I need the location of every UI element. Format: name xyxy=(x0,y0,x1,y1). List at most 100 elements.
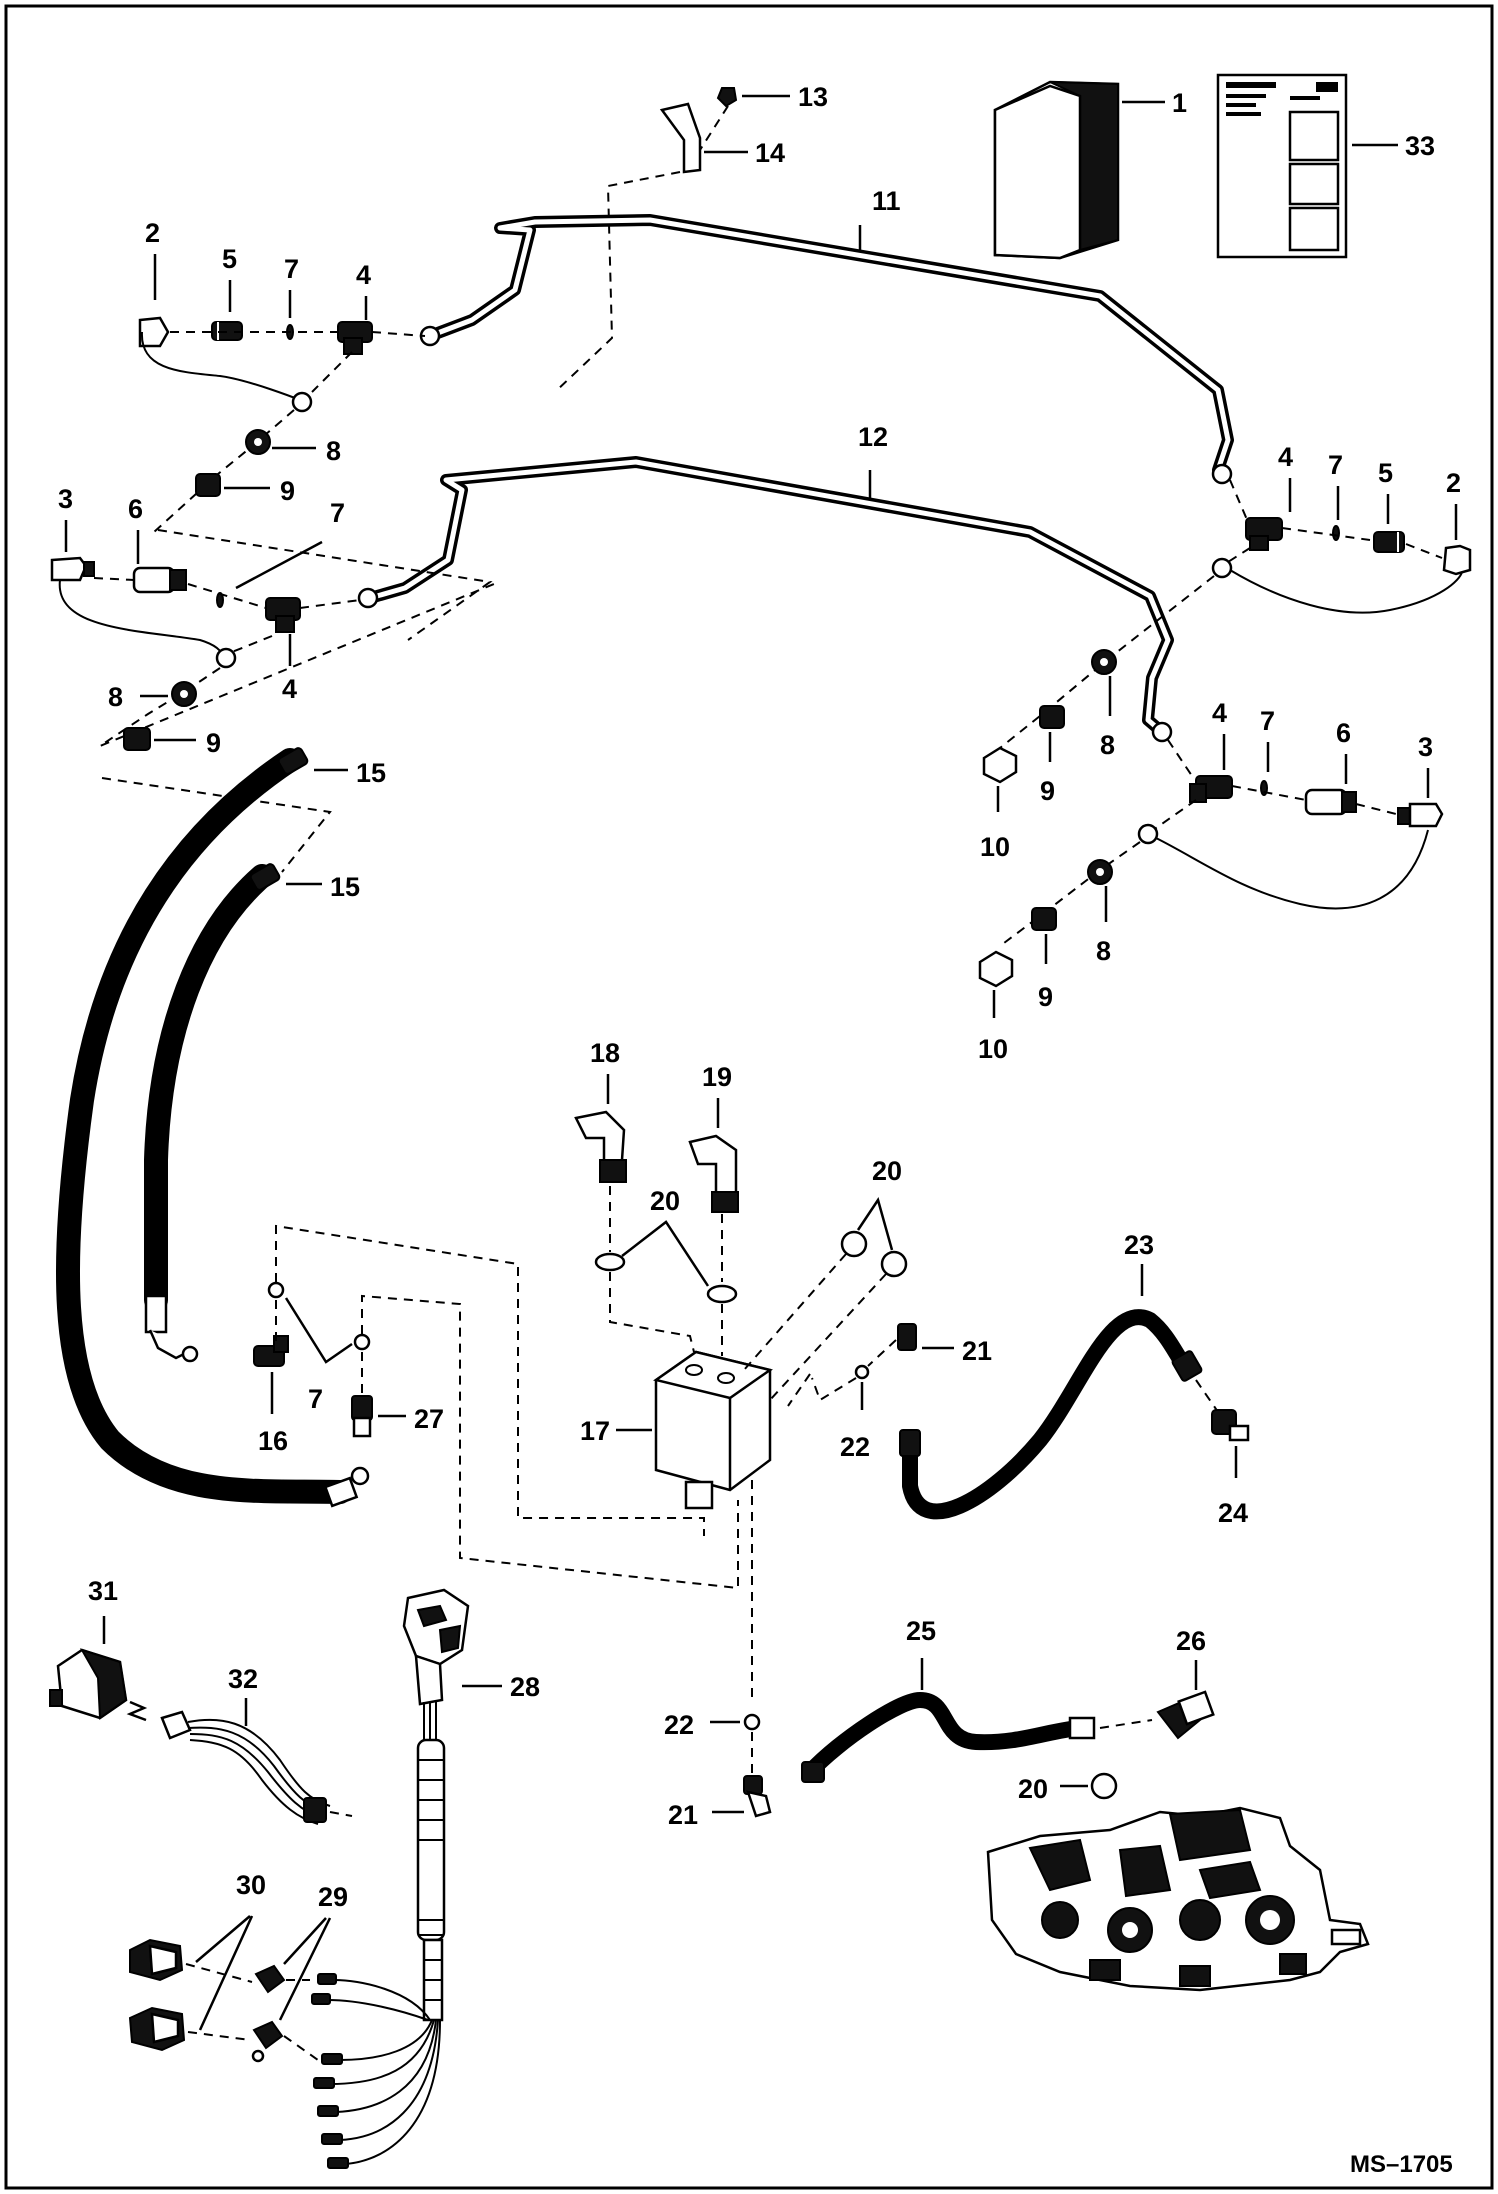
nut-8-lower-right xyxy=(1087,859,1113,885)
callout-6-right: 6 xyxy=(1336,718,1351,748)
fitting-24 xyxy=(1211,1409,1250,1442)
callout-21-lower: 21 xyxy=(668,1800,698,1830)
callout-16: 16 xyxy=(258,1426,288,1456)
coupler-2-upper-right xyxy=(1442,544,1472,576)
callout-12: 12 xyxy=(858,422,888,452)
callout-5-left: 5 xyxy=(222,244,237,274)
callout-30: 30 xyxy=(236,1870,266,1900)
fitting-21-upper xyxy=(897,1323,917,1351)
callout-11: 11 xyxy=(872,186,901,216)
callout-19: 19 xyxy=(702,1062,732,1092)
elbow-18 xyxy=(574,1110,627,1183)
coupler-6-lower-left xyxy=(132,566,187,594)
callout-8-upper-right: 8 xyxy=(1100,730,1115,760)
decal-sheet xyxy=(1216,73,1348,259)
callout-31: 31 xyxy=(88,1576,118,1606)
callout-27: 27 xyxy=(414,1404,444,1434)
callout-20-pair: 20 xyxy=(872,1156,902,1186)
callout-2-right: 2 xyxy=(1446,468,1461,498)
fitting-26 xyxy=(1156,1690,1215,1740)
callout-23: 23 xyxy=(1124,1230,1154,1260)
callout-9-upper-left: 9 xyxy=(280,476,295,506)
callout-14: 14 xyxy=(755,138,785,168)
callout-22-upper: 22 xyxy=(840,1432,870,1462)
callout-8-lower-left: 8 xyxy=(108,682,123,712)
callout-26: 26 xyxy=(1176,1626,1206,1656)
steel-tube-upper xyxy=(429,214,1234,476)
fitting-9-lower-left xyxy=(123,727,151,751)
callout-4-lower-right: 4 xyxy=(1212,698,1227,728)
callout-9-upper-right: 9 xyxy=(1040,776,1055,806)
clamp-bolt xyxy=(716,87,738,108)
steel-tube-lower xyxy=(364,456,1174,738)
diagram-border xyxy=(4,4,1494,2190)
handle-wires xyxy=(311,1973,441,2169)
callout-29: 29 xyxy=(318,1882,348,1912)
tee-4-lower-left xyxy=(265,597,301,633)
callout-3-left: 3 xyxy=(58,484,73,514)
nut-8-upper-left xyxy=(245,429,271,455)
fitting-9-lower-right xyxy=(1031,907,1057,931)
callout-7-lower: 7 xyxy=(308,1384,323,1414)
fitting-21-lower xyxy=(743,1775,772,1818)
nut-8-lower-left xyxy=(171,681,197,707)
callout-10-lower: 10 xyxy=(978,1034,1008,1064)
connector-30-upper xyxy=(129,1938,184,1982)
coupler-2-upper-left xyxy=(138,316,170,348)
callout-28: 28 xyxy=(510,1672,540,1702)
hose-25 xyxy=(802,1692,1088,1780)
connector-30-lower xyxy=(128,2006,186,2052)
callout-7-middle-left: 7 xyxy=(330,498,345,528)
valve-block-17 xyxy=(653,1350,773,1510)
callout-21-upper: 21 xyxy=(962,1336,992,1366)
callout-7-upper-left: 7 xyxy=(284,254,299,284)
cap-10-lower xyxy=(978,950,1014,988)
callout-6-left: 6 xyxy=(128,494,143,524)
nut-8-upper-right xyxy=(1091,649,1117,675)
callout-7-lower-right: 7 xyxy=(1260,706,1275,736)
callout-4-upper-left: 4 xyxy=(356,260,371,290)
callout-25: 25 xyxy=(906,1616,936,1646)
callout-13: 13 xyxy=(798,82,828,112)
hose-15-inner xyxy=(144,864,274,1312)
joystick-handle-28 xyxy=(402,1588,470,2022)
wire-harness-32 xyxy=(160,1710,331,1825)
callout-33: 33 xyxy=(1405,131,1435,161)
fitting-27 xyxy=(351,1395,373,1438)
tee-4-upper-left xyxy=(337,321,373,355)
manual-book xyxy=(993,80,1120,260)
callout-15-lower: 15 xyxy=(330,872,360,902)
callout-3-right: 3 xyxy=(1418,732,1433,762)
elbow-19 xyxy=(688,1134,739,1213)
callout-7-upper-right: 7 xyxy=(1328,450,1343,480)
callout-2-left: 2 xyxy=(145,218,160,248)
callout-17: 17 xyxy=(580,1416,610,1446)
callout-32: 32 xyxy=(228,1664,258,1694)
callout-20-top: 20 xyxy=(650,1186,680,1216)
callout-8-upper-left: 8 xyxy=(326,436,341,466)
tube-clamp xyxy=(659,102,702,174)
plug-29-upper xyxy=(254,1964,286,1994)
drawing-number: MS–1705 xyxy=(1350,2151,1453,2178)
callout-24: 24 xyxy=(1218,1498,1248,1528)
hose-15-outer xyxy=(56,748,352,1504)
callout-20-lower: 20 xyxy=(1018,1774,1048,1804)
callout-15-upper: 15 xyxy=(356,758,386,788)
callout-4-lower-left: 4 xyxy=(282,674,297,704)
coupler-3-lower-left xyxy=(50,556,95,582)
callout-1: 1 xyxy=(1172,88,1187,118)
hydrostatic-pump xyxy=(986,1806,1370,1992)
controller-31 xyxy=(49,1648,128,1720)
coupler-6-lower-right xyxy=(1304,788,1357,816)
adapter-5-right xyxy=(1373,531,1405,553)
callout-22-lower: 22 xyxy=(664,1710,694,1740)
callout-18: 18 xyxy=(590,1038,620,1068)
fitting-9-upper-right xyxy=(1039,705,1065,729)
callout-4-upper-right: 4 xyxy=(1278,442,1293,472)
plug-29-lower xyxy=(251,2020,284,2063)
callout-9-lower-right: 9 xyxy=(1038,982,1053,1012)
tee-4-upper-right xyxy=(1245,517,1283,551)
tee-4-lower-right xyxy=(1189,775,1233,803)
callout-9-lower-left: 9 xyxy=(206,728,221,758)
